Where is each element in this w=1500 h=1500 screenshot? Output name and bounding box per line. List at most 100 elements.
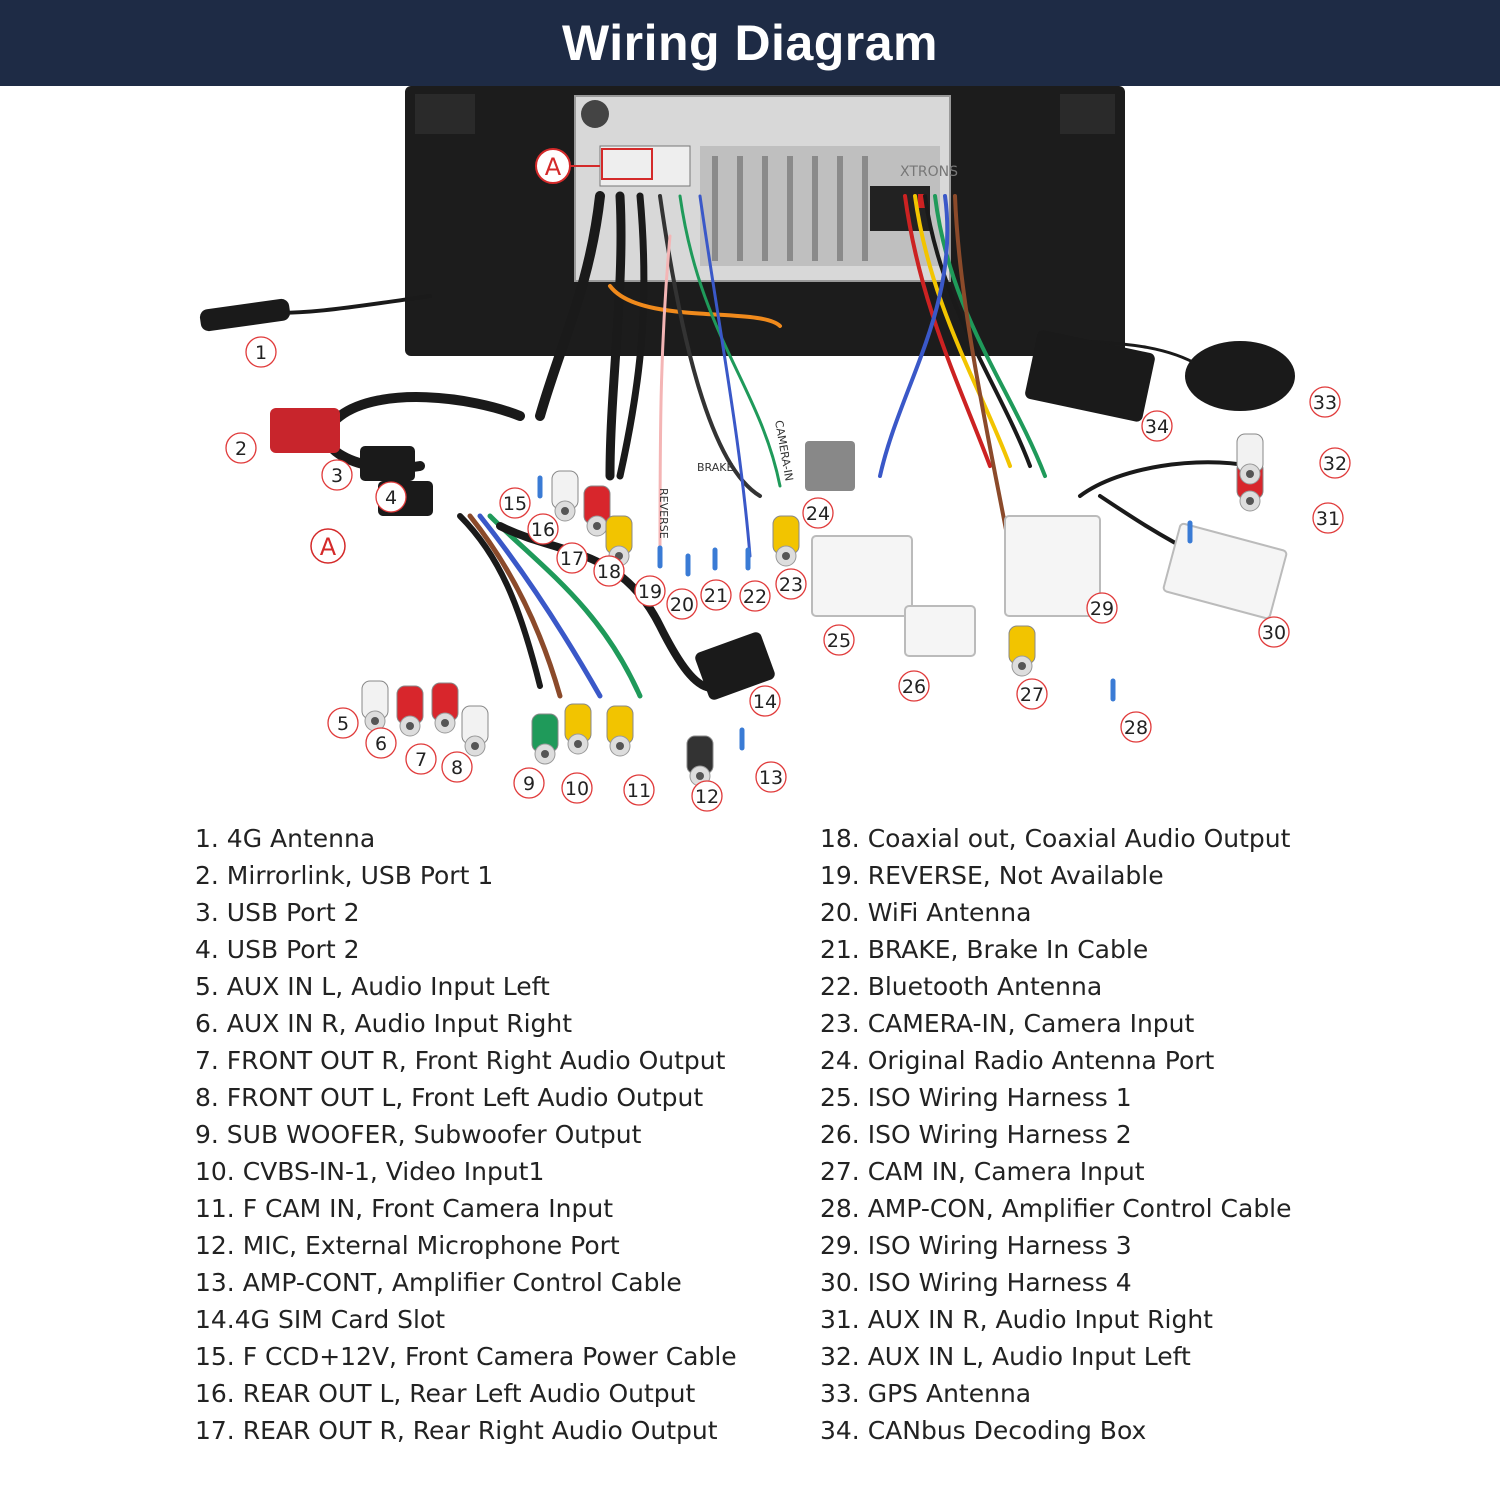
svg-text:11: 11 [627,780,651,802]
svg-text:7: 7 [415,749,427,771]
legend-item: 17. REAR OUT R, Rear Right Audio Output [195,1416,718,1445]
wiring-diagram: XTRONS A A [0,86,1500,816]
svg-text:26: 26 [902,676,926,698]
svg-text:1: 1 [255,342,267,364]
svg-text:12: 12 [695,786,719,808]
svg-text:A: A [320,533,337,561]
callout-4: 4 [375,481,407,513]
legend-item: 10. CVBS-IN-1, Video Input1 [195,1157,545,1186]
svg-text:13: 13 [759,767,783,789]
callout-31: 31 [1312,502,1344,534]
svg-text:16: 16 [531,519,555,541]
svg-text:A: A [545,153,562,181]
header-banner: Wiring Diagram [0,0,1500,86]
legend-item: 32. AUX IN L, Audio Input Left [820,1342,1191,1371]
legend-item: 21. BRAKE, Brake In Cable [820,935,1149,964]
callout-13: 13 [755,761,787,793]
callout-19: 19 [634,575,666,607]
legend-item: 7. FRONT OUT R, Front Right Audio Output [195,1046,726,1075]
callout-11: 11 [623,774,655,806]
legend-item: 6. AUX IN R, Audio Input Right [195,1009,573,1038]
rca-connectors [361,433,1264,787]
wiring-diagram-illustration: XTRONS A A [199,86,1351,812]
callout-15: 15 [499,487,531,519]
component-usb-port-2 [360,446,415,481]
component-4g-antenna [199,298,291,332]
component-gps-antenna [1185,341,1295,411]
callout-21: 21 [700,579,732,611]
legend-item: 9. SUB WOOFER, Subwoofer Output [195,1120,642,1149]
legend-item: 34. CANbus Decoding Box [820,1416,1147,1445]
legend-item: 26. ISO Wiring Harness 2 [820,1120,1132,1149]
wire-tips [537,475,1193,751]
legend-item: 20. WiFi Antenna [820,898,1032,927]
callout-29: 29 [1086,592,1118,624]
tag-reverse: REVERSE [657,488,670,539]
svg-text:10: 10 [565,778,589,800]
svg-text:23: 23 [779,574,803,596]
legend-item: 22. Bluetooth Antenna [820,972,1103,1001]
legend-item: 15. F CCD+12V, Front Camera Power Cable [195,1342,737,1371]
page-title: Wiring Diagram [561,15,939,71]
svg-text:30: 30 [1262,622,1286,644]
rca-front-out-r [431,682,459,734]
legend-item: 16. REAR OUT L, Rear Left Audio Output [195,1379,696,1408]
callout-16: 16 [527,513,559,545]
svg-text:34: 34 [1145,416,1169,438]
rca-f-cam-in [606,705,634,757]
svg-text:18: 18 [597,561,621,583]
head-unit: XTRONS [405,86,1125,356]
callout-30: 30 [1258,616,1290,648]
svg-text:6: 6 [375,733,387,755]
callout-23: 23 [775,568,807,600]
rca-subwoofer [531,713,559,765]
svg-text:25: 25 [827,630,851,652]
callout-3: 3 [321,459,353,491]
legend-item: 1. 4G Antenna [195,824,376,853]
rca-front-out-l [461,705,489,757]
svg-text:9: 9 [523,773,535,795]
legend-item: 31. AUX IN R, Audio Input Right [820,1305,1213,1334]
callout-20: 20 [666,588,698,620]
legend-item: 27. CAM IN, Camera Input [820,1157,1145,1186]
svg-text:14: 14 [753,691,777,713]
legend-item: 29. ISO Wiring Harness 3 [820,1231,1132,1260]
rca-aux-in-l-32 [1236,433,1264,485]
rca-mic [686,735,714,787]
callout-2: 2 [225,432,257,464]
svg-text:20: 20 [670,594,694,616]
svg-text:24: 24 [806,503,830,525]
callout-6: 6 [365,727,397,759]
svg-text:4: 4 [385,487,397,509]
rca-cam-in [1008,625,1036,677]
section-marker-a-left: A [310,528,346,564]
svg-text:5: 5 [337,713,349,735]
legend-item: 8. FRONT OUT L, Front Left Audio Output [195,1083,704,1112]
svg-text:27: 27 [1020,684,1044,706]
svg-text:2: 2 [235,438,247,460]
svg-text:32: 32 [1323,453,1347,475]
legend-item: 18. Coaxial out, Coaxial Audio Output [820,824,1291,853]
callout-28: 28 [1120,711,1152,743]
svg-text:31: 31 [1316,508,1340,530]
rca-cvbs-in-1 [564,703,592,755]
callout-10: 10 [561,772,593,804]
svg-text:3: 3 [331,465,343,487]
callout-34: 34 [1141,410,1173,442]
cable-bundle [258,191,1252,699]
legend-item: 23. CAMERA-IN, Camera Input [820,1009,1195,1038]
svg-text:28: 28 [1124,717,1148,739]
svg-text:21: 21 [704,585,728,607]
callout-18: 18 [593,555,625,587]
component-usb-port-1 [270,408,340,453]
legend-item: 30. ISO Wiring Harness 4 [820,1268,1132,1297]
component-sim-card-slot [695,632,775,700]
svg-text:29: 29 [1090,598,1114,620]
rca-camera-in [772,515,800,567]
component-iso-harness-2 [904,605,976,657]
callout-26: 26 [898,670,930,702]
component-iso-harness-3 [1004,515,1101,617]
svg-text:33: 33 [1313,392,1337,414]
